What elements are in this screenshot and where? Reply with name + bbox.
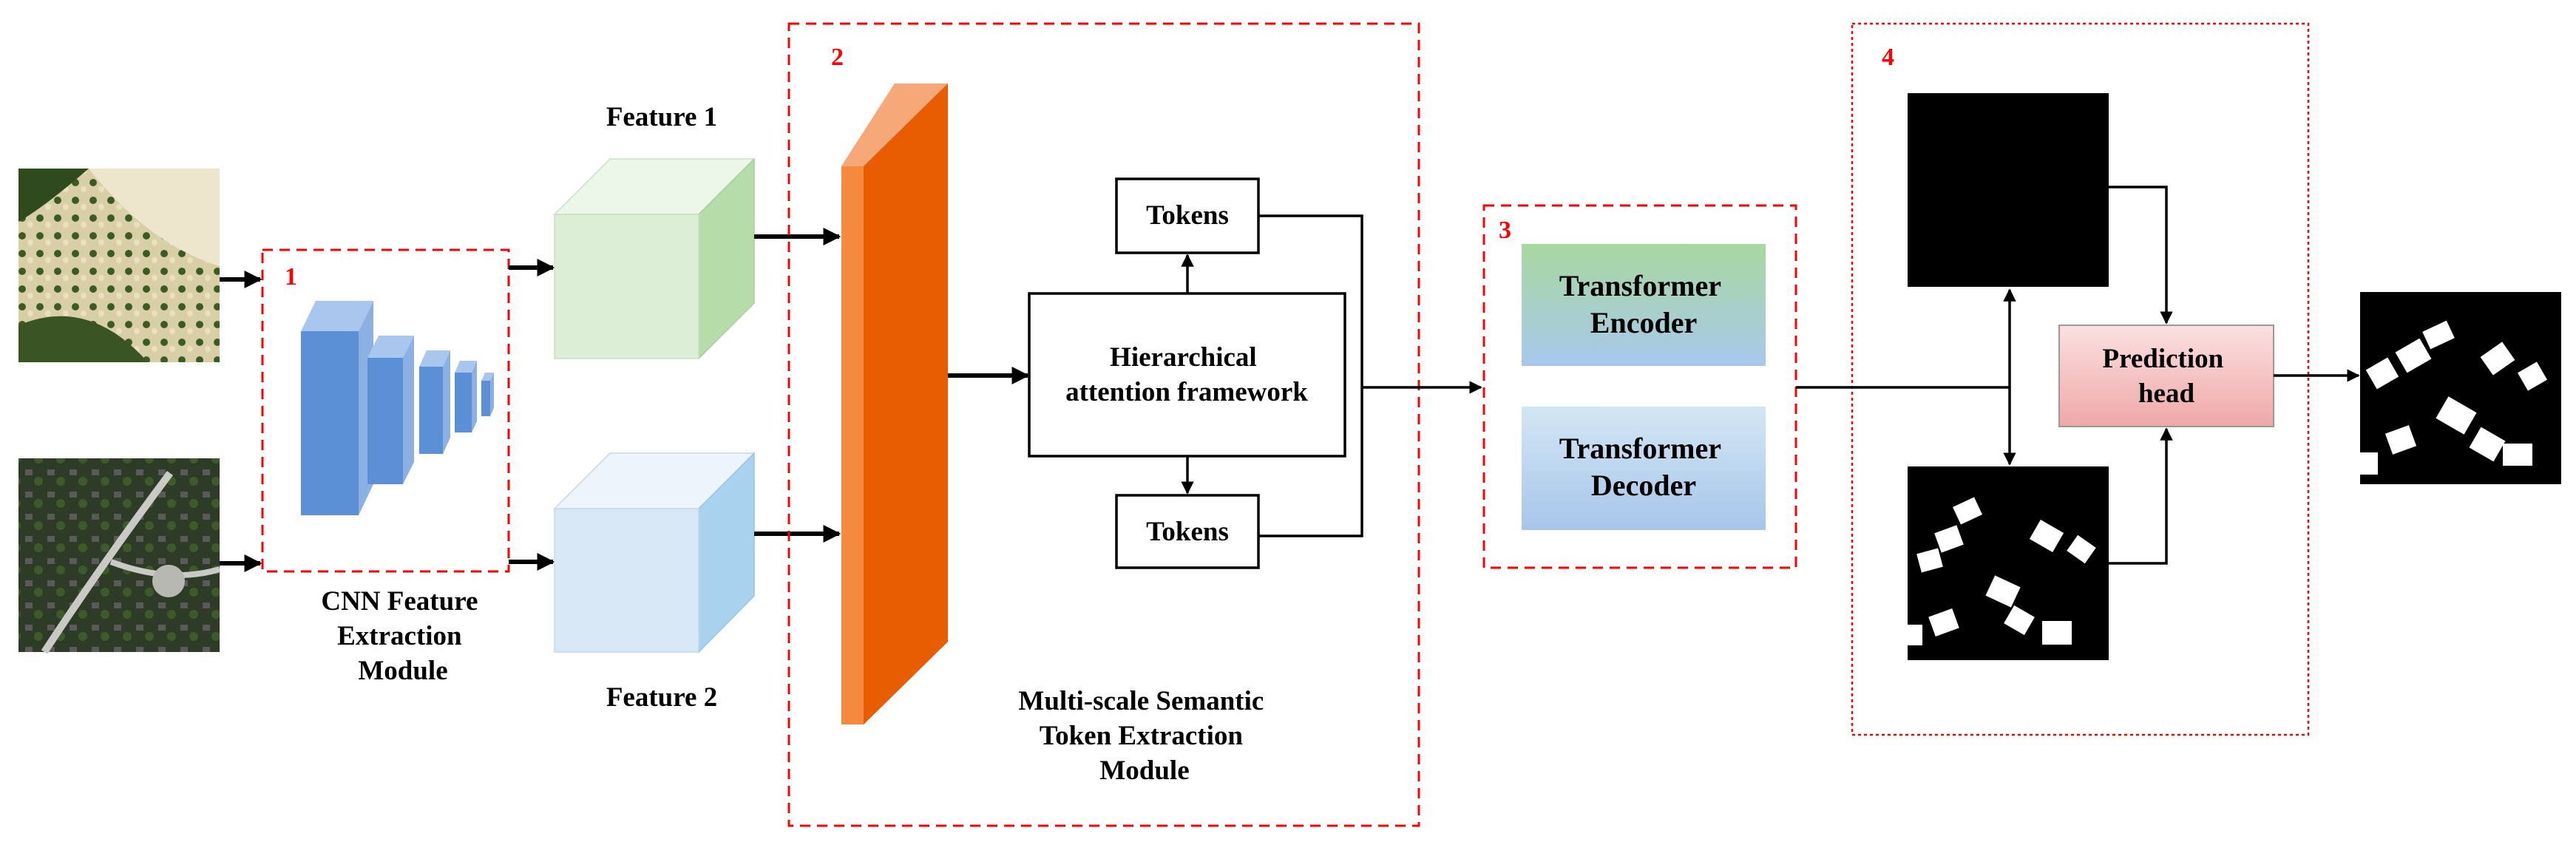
tokens-box-bottom [1115, 494, 1260, 569]
module-number-4: 4 [1882, 44, 1894, 71]
token-plane [841, 84, 948, 724]
output-change-map [2360, 292, 2561, 484]
cnn-module-border [261, 248, 510, 573]
token-extraction-module-label: Multi-scale Semantic Token Extraction Mo… [1018, 686, 1270, 786]
tokens-box-top [1115, 177, 1260, 254]
module-number-2: 2 [831, 44, 844, 71]
tokens-merge-line [1258, 214, 1363, 537]
prediction-head-label: Prediction head [2103, 344, 2231, 409]
transformer-encoder-box [1522, 244, 1766, 366]
feature2-label: Feature 2 [606, 682, 717, 713]
tokens-bottom-label: Tokens [1146, 517, 1229, 547]
module-number-3: 3 [1499, 217, 1511, 244]
feature1-label: Feature 1 [606, 102, 717, 132]
prediction-module-border [1851, 22, 2310, 736]
transformer-encoder-label: Transformer Encoder [1559, 269, 1728, 339]
module-number-1: 1 [285, 263, 297, 291]
feature2-cube [553, 452, 756, 653]
arrow-map-bottom-to-head [2109, 427, 2173, 565]
transformer-decoder-box [1522, 407, 1766, 530]
feature-map-top [1908, 93, 2109, 287]
tokens-top-label: Tokens [1146, 200, 1229, 231]
transformer-decoder-label: Transformer Decoder [1559, 432, 1728, 502]
arrow-map-top-to-head [2109, 186, 2173, 325]
hierarchical-attention-framework-box [1028, 292, 1346, 458]
input-image-t1 [18, 169, 220, 362]
token-extraction-module-border [787, 22, 1420, 827]
cnn-module-label: CNN Feature Extraction Module [321, 586, 484, 686]
input-image-t2 [18, 458, 221, 654]
feature-map-bottom [1908, 466, 2109, 660]
haf-label: Hierarchical attention framework [1065, 342, 1308, 407]
cnn-layers [301, 301, 494, 515]
prediction-head-box [2058, 325, 2274, 427]
feature1-cube [553, 157, 756, 360]
